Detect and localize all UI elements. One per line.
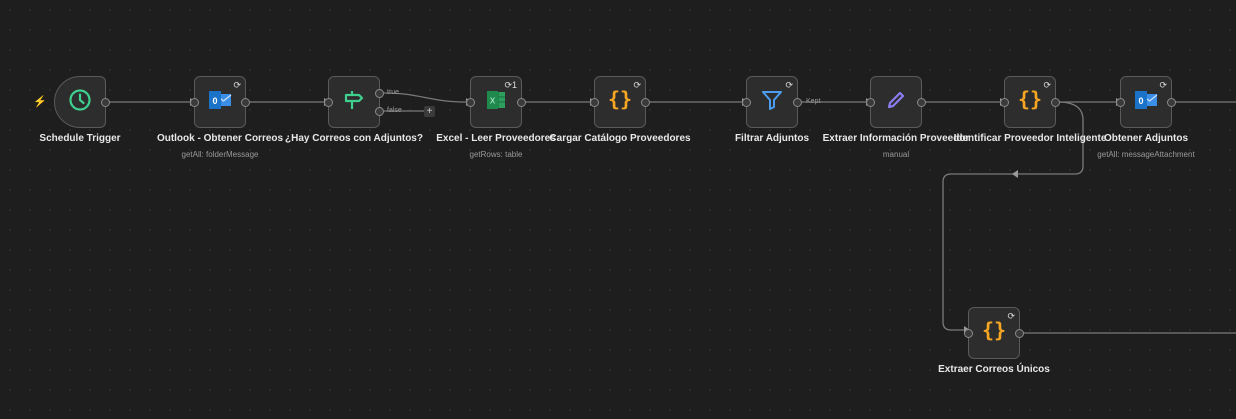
node-label: Obtener Adjuntos getAll: messageAttachmen… [1066,132,1226,161]
status-icon: ⟳ [633,80,641,90]
node-filtrar[interactable]: ⟳ [742,76,802,128]
node-label: Filtrar Adjuntos [692,132,852,145]
node-label: Excel - Leer Proveedores getRows: table [416,132,576,161]
node-subtitle: getAll: folderMessage [181,150,259,159]
edge-label-true: true [387,89,400,96]
output-port-true[interactable] [375,89,384,98]
node-label: ¿Hay Correos con Adjuntos? [274,132,434,145]
input-port[interactable] [866,98,875,107]
status-icon: ⟳ [1007,311,1015,321]
output-port-false[interactable] [375,107,384,116]
node-label: Identificar Proveedor Inteligente [950,132,1110,145]
input-port[interactable] [466,98,475,107]
svg-text:{}: {} [982,318,1006,342]
add-node-button[interactable]: + [424,106,435,117]
output-port[interactable] [241,98,250,107]
outlook-icon: 0 [1133,88,1159,117]
node-extraer[interactable] [866,76,926,128]
trigger-bolt-icon: ⚡ [33,96,47,108]
node-title: ¿Hay Correos con Adjuntos? [285,133,423,144]
output-port[interactable] [793,98,802,107]
output-port[interactable] [641,98,650,107]
node-title: Obtener Adjuntos [1103,133,1189,144]
output-port[interactable] [1167,98,1176,107]
svg-text:{}: {} [1018,87,1042,111]
edge-label-false: false [387,107,402,114]
output-port[interactable] [1051,98,1060,107]
node-obtener[interactable]: 0⟳ [1116,76,1176,128]
node-title: Filtrar Adjuntos [734,133,810,144]
filter-icon [760,88,784,117]
node-title: Outlook - Obtener Correos [156,133,284,144]
node-label: Schedule Trigger [0,132,160,145]
excel-icon: X [484,88,508,117]
node-label: Extraer Información Proveedor manual [816,132,976,161]
input-port[interactable] [324,98,333,107]
input-port[interactable] [1000,98,1009,107]
node-cargar[interactable]: {}⟳ [590,76,650,128]
input-port[interactable] [190,98,199,107]
pen-icon [884,88,908,117]
svg-text:X: X [490,96,496,105]
output-port[interactable] [917,98,926,107]
node-title: Extraer Correos Únicos [938,364,1050,375]
status-icon: ⟳1 [504,80,517,90]
code-icon: {} [981,318,1007,349]
node-title: Schedule Trigger [39,133,121,144]
node-subtitle: getAll: messageAttachment [1097,150,1195,159]
node-subtitle: manual [882,150,910,159]
output-port[interactable] [1015,329,1024,338]
input-port[interactable] [1116,98,1125,107]
node-unicos[interactable]: {}⟳ [964,307,1024,359]
node-subtitle: getRows: table [469,150,523,159]
svg-text:0: 0 [212,96,217,106]
svg-text:0: 0 [1138,96,1143,106]
output-port[interactable] [517,98,526,107]
outlook-icon: 0 [207,88,233,117]
node-if[interactable] [324,76,384,128]
code-icon: {} [607,87,633,118]
node-schedule[interactable] [54,76,110,128]
node-label: Cargar Catálogo Proveedores [540,132,700,145]
node-label: Extraer Correos Únicos [914,363,1074,376]
status-icon: ⟳ [785,80,793,90]
signpost-icon [342,88,366,117]
node-excel[interactable]: X ⟳1 [466,76,526,128]
status-icon: ⟳ [1159,80,1167,90]
input-port[interactable] [590,98,599,107]
svg-text:{}: {} [608,87,632,111]
input-port[interactable] [742,98,751,107]
status-icon: ⟳ [233,80,241,90]
edge-label-kept: Kept [806,98,821,105]
node-title: Identificar Proveedor Inteligente [953,133,1107,144]
node-label: Outlook - Obtener Correos getAll: folderM… [140,132,300,161]
status-icon: ⟳ [1043,80,1051,90]
node-title: Excel - Leer Proveedores [436,133,556,144]
node-identificar[interactable]: {}⟳ [1000,76,1060,128]
output-port[interactable] [101,98,110,107]
node-outlook[interactable]: 0⟳ [190,76,250,128]
node-title: Cargar Catálogo Proveedores [549,133,691,144]
clock-icon [68,88,92,117]
code-icon: {} [1017,87,1043,118]
input-port[interactable] [964,329,973,338]
node-title: Extraer Información Proveedor [822,133,970,144]
